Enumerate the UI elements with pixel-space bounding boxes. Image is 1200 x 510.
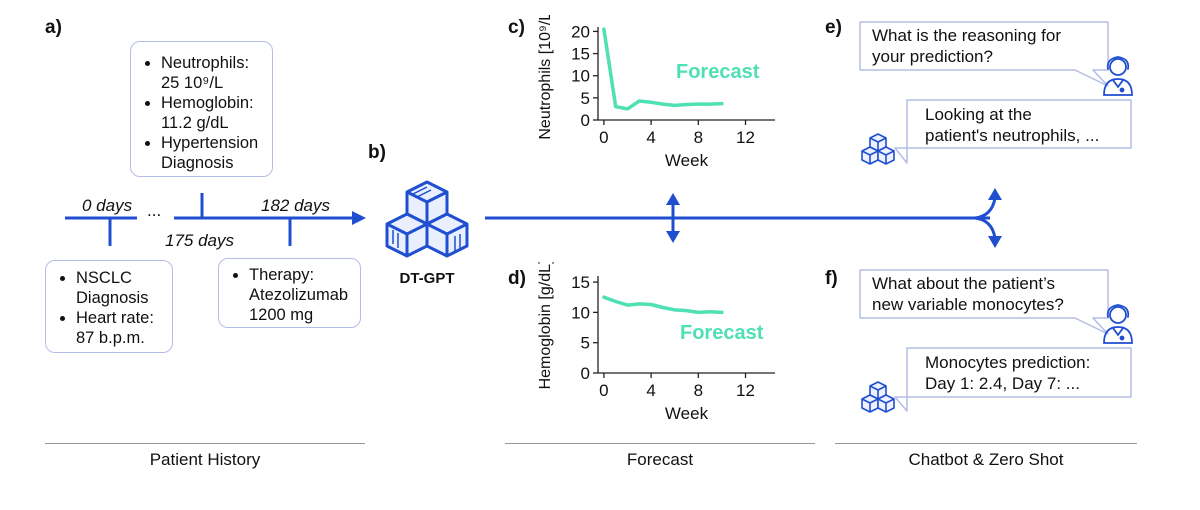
bot-cubes-icon (861, 381, 895, 413)
y-axis-label: Neutrophils [10⁹/L] (537, 15, 554, 140)
history-item-hemoglobin: Hemoglobin:11.2 g/dL (161, 93, 272, 133)
section-title-chat: Chatbot & Zero Shot (908, 450, 1064, 469)
forecast-arrow-up (666, 193, 680, 205)
y-tick-label: 10 (571, 67, 590, 86)
section-divider-forecast (505, 443, 815, 444)
y-tick-label: 15 (571, 45, 590, 64)
x-axis-label: Week (665, 151, 709, 170)
section-divider-history (45, 443, 365, 444)
timeline-label-182-days: 182 days (261, 196, 330, 215)
x-tick-label: 12 (736, 381, 755, 400)
x-tick-label: 12 (736, 128, 755, 147)
y-tick-label: 10 (571, 303, 590, 322)
x-axis-label: Week (665, 404, 709, 423)
panel-label-b: b) (368, 142, 386, 163)
model-name: DT-GPT (399, 270, 455, 287)
y-tick-label: 15 (571, 273, 590, 292)
history-item-heart-rate: Heart rate:87 b.p.m. (76, 308, 172, 348)
x-tick-label: 8 (694, 381, 703, 400)
section-title-history: Patient History (149, 450, 261, 469)
timeline-label-0-days: 0 days (82, 196, 133, 215)
chat-bubble-question-2 (859, 269, 1109, 335)
forecast-annotation: Forecast (680, 322, 764, 344)
x-tick-label: 0 (599, 128, 608, 147)
chat-arrow-down (988, 236, 1002, 248)
timeline-arrowhead (352, 211, 366, 225)
x-tick-label: 0 (599, 381, 608, 400)
chat-branch-curve (974, 197, 997, 239)
timeline-ellipsis: ... (147, 201, 162, 220)
y-tick-label: 5 (581, 89, 590, 108)
forecast-annotation: Forecast (676, 61, 760, 83)
forecast-line (602, 27, 724, 111)
forecast-arrow-down (666, 231, 680, 243)
panel-label-f: f) (825, 268, 838, 289)
forecast-line (602, 295, 724, 315)
y-tick-label: 20 (571, 22, 590, 41)
chat-bubble-answer-1 (894, 99, 1132, 164)
section-divider-chat (835, 443, 1137, 444)
doctor-icon (1103, 304, 1133, 344)
y-tick-label: 0 (581, 364, 590, 383)
history-item-neutrophils: Neutrophils:25 10⁹/L (161, 53, 272, 93)
x-tick-label: 8 (694, 128, 703, 147)
chat-bubble-question-1 (859, 21, 1109, 87)
y-tick-label: 5 (581, 334, 590, 353)
panel-label-c: c) (508, 17, 525, 38)
doctor-icon (1103, 56, 1133, 96)
chat-answer-2-text: Monocytes prediction:Day 1: 2.4, Day 7: … (925, 353, 1091, 393)
panel-label-e: e) (825, 17, 842, 38)
chat-arrow-up (988, 188, 1002, 200)
section-title-forecast: Forecast (626, 450, 694, 469)
panel-label-a: a) (45, 17, 62, 38)
y-tick-label: 0 (581, 111, 590, 130)
timeline-label-175-days: 175 days (165, 231, 234, 250)
x-tick-label: 4 (646, 128, 655, 147)
history-box-labs: Neutrophils:25 10⁹/L Hemoglobin:11.2 g/d… (130, 41, 273, 177)
chat-bubble-answer-2 (894, 347, 1132, 412)
x-tick-label: 4 (646, 381, 655, 400)
y-axis-label: Hemoglobin [g/dL] (537, 262, 554, 389)
dt-gpt-cubes-icon (385, 180, 469, 258)
bot-cubes-icon (861, 133, 895, 165)
panel-label-d: d) (508, 268, 526, 289)
